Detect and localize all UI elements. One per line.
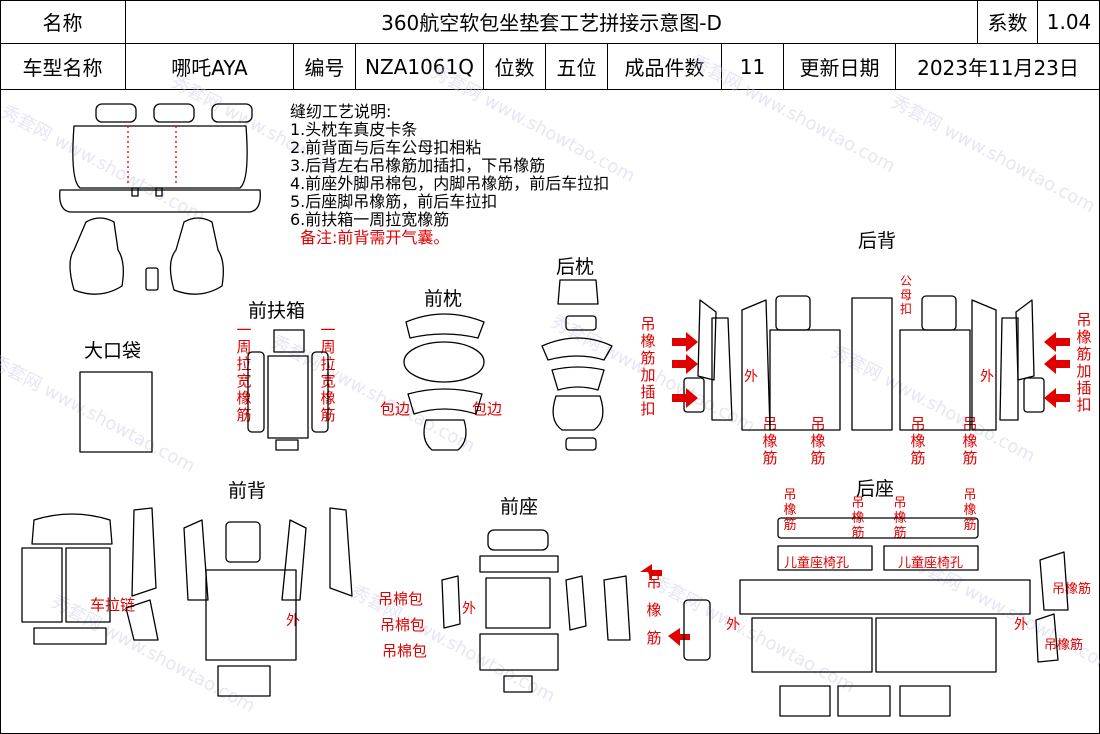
- note-line: 4.前座外脚吊棉包，内脚吊橡筋，前后车拉扣: [290, 174, 610, 193]
- front-back-pieces: [21, 507, 353, 697]
- rear-pillow-pieces: [541, 279, 613, 451]
- note-line: 2.前背面与后车公母扣相粘: [290, 138, 482, 157]
- section-armrest: 前扶箱: [248, 300, 306, 322]
- date-value: 2023年11月23日: [896, 44, 1100, 90]
- outer-mark: 外: [744, 369, 758, 385]
- section-rear-pillow: 后枕: [556, 256, 595, 278]
- diagram-title: 360航空软包坐垫套工艺拼接示意图-D: [126, 0, 978, 44]
- rear-seat-rubber: 吊橡筋: [1052, 582, 1092, 597]
- note-line: 3.后背左右吊橡筋加插扣，下吊橡筋: [290, 156, 546, 175]
- code-value: NZA1061Q: [356, 44, 484, 90]
- hang-rubber-mark: 吊橡筋: [783, 488, 797, 533]
- pieces-label: 成品件数: [608, 44, 722, 90]
- model-label: 车型名称: [0, 44, 126, 90]
- outer-mark: 外: [1014, 617, 1028, 633]
- rear-back-pieces: [683, 295, 1045, 431]
- section-bag: 大口袋: [84, 340, 142, 362]
- name-label: 名称: [0, 0, 126, 44]
- rear-bench-thumbnail: [59, 103, 261, 213]
- rear-back-hook-left: 吊橡筋加插扣: [640, 315, 656, 418]
- front-seat-pieces: [441, 529, 631, 693]
- armrest-pieces: [247, 329, 329, 451]
- pieces-value: 11: [722, 44, 784, 90]
- outer-mark: 外: [726, 617, 740, 633]
- cotton-pack-mark: 吊棉包: [380, 616, 426, 634]
- male-female-button: 公母扣: [899, 274, 912, 316]
- hang-rubber-mark: 吊橡筋: [762, 415, 778, 467]
- section-front-pillow: 前枕: [424, 288, 463, 310]
- notes-heading: 缝纫工艺说明:: [290, 102, 392, 121]
- outer-mark: 外: [980, 369, 994, 385]
- sewing-notes: 缝纫工艺说明: 1.头枕车真皮卡条 2.前背面与后车公母扣相粘 3.后背左右吊橡…: [290, 103, 609, 247]
- child-seat-hole: 儿童座椅孔: [898, 556, 964, 571]
- front-seats-thumbnail: [69, 217, 224, 295]
- note-line: 6.前扶箱一周拉宽橡筋: [290, 210, 450, 229]
- hang-rubber-mark: 吊橡筋: [810, 415, 826, 467]
- section-rear-back: 后背: [858, 230, 897, 252]
- zipper-mark: 车拉链: [90, 596, 136, 614]
- note-line: 1.头枕车真皮卡条: [290, 120, 418, 139]
- hang-rubber-mark: 吊橡筋: [851, 496, 865, 541]
- front-pillow-pieces: [403, 313, 485, 451]
- code-label: 编号: [294, 44, 356, 90]
- note-line: 5.后座脚吊橡筋，前后车拉扣: [290, 192, 498, 211]
- model-value: 哪吒AYA: [126, 44, 294, 90]
- cotton-pack-mark: 吊棉包: [382, 642, 428, 660]
- date-label: 更新日期: [784, 44, 896, 90]
- bag-piece: [79, 371, 153, 453]
- section-rear-seat: 后座: [856, 478, 895, 500]
- hang-rubber-mark: 吊橡筋: [963, 488, 977, 533]
- seats-value: 五位: [546, 44, 608, 90]
- coef-value: 1.04: [1038, 0, 1100, 44]
- coef-label: 系数: [978, 0, 1038, 44]
- hang-rubber-mark: 吊橡筋: [910, 415, 926, 467]
- seats-label: 位数: [484, 44, 546, 90]
- outer-mark: 外: [462, 601, 476, 617]
- arrow-icon: [640, 332, 1070, 646]
- rear-seat-pieces: [683, 517, 1069, 717]
- hang-rubber-mark: 吊橡筋: [962, 415, 978, 467]
- section-front-seat: 前座: [500, 496, 539, 518]
- rear-back-hook-right: 吊橡筋加插扣: [1076, 311, 1092, 414]
- notes-remark: 备注:前背需开气囊。: [300, 228, 450, 247]
- cotton-pack-mark: 吊棉包: [378, 590, 424, 608]
- child-seat-hole: 儿童座椅孔: [784, 556, 850, 571]
- binding-left: 包边: [380, 400, 411, 418]
- rear-seat-rubber: 吊橡筋: [1044, 638, 1084, 653]
- section-front-back: 前背: [228, 480, 267, 502]
